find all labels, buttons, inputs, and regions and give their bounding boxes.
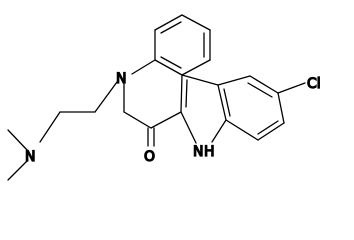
carbonyl-bond bbox=[147, 127, 155, 147]
molecule-structure: Cl N N O N H bbox=[7, 14, 321, 181]
chloro-bond bbox=[277, 82, 306, 94]
amine-nitrogen-label: N bbox=[25, 149, 35, 165]
dimethylaminoethyl-chain bbox=[7, 81, 118, 181]
pyridinone-ring bbox=[123, 59, 188, 129]
carbonyl-oxygen-label: O bbox=[144, 149, 155, 165]
indole-hydrogen-label: H bbox=[204, 144, 215, 160]
amide-nitrogen-label: N bbox=[116, 71, 126, 87]
benzene-ring-top bbox=[154, 14, 211, 76]
pyrrole-ring bbox=[180, 74, 227, 144]
indole-nitrogen-label: N bbox=[193, 144, 203, 160]
benzene-ring-right bbox=[217, 75, 285, 141]
chlorine-label: Cl bbox=[307, 76, 321, 92]
